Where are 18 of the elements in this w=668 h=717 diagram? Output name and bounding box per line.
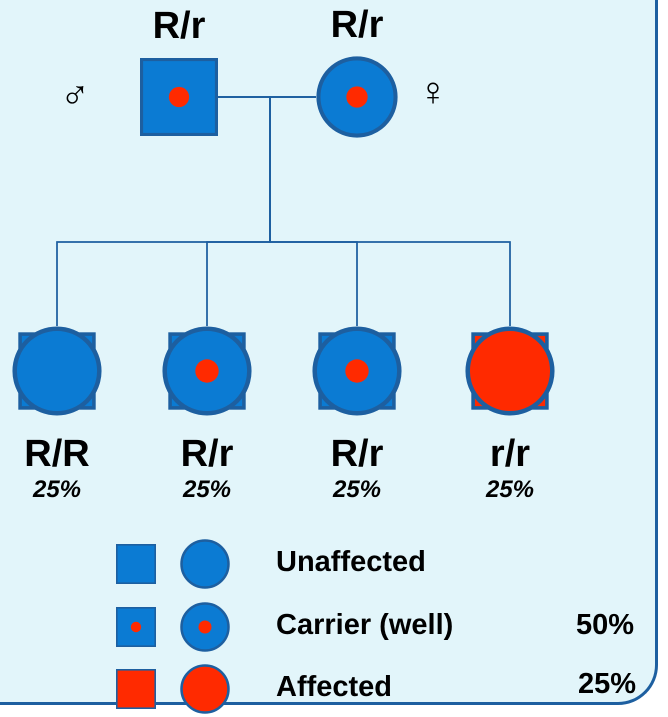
genotype-label: R/r xyxy=(152,4,206,49)
legend-label: Unaffected xyxy=(276,546,426,579)
probability-label: 25% xyxy=(32,476,82,504)
probability-label: 25% xyxy=(182,476,232,504)
percentage-label: 50% xyxy=(576,609,634,642)
genotype-label: R/r xyxy=(180,432,234,476)
genotype-label: R/r xyxy=(330,432,384,476)
probability-label: 25% xyxy=(332,476,382,504)
legend-label: Carrier (well) xyxy=(276,609,454,642)
pedigree-line xyxy=(269,96,511,326)
male-sign: ♂ xyxy=(60,72,90,117)
genotype-label: r/r xyxy=(490,432,530,476)
legend-label: Affected xyxy=(276,671,392,704)
female-sign: ♀ xyxy=(418,70,448,115)
percentage-label: 25% xyxy=(578,668,636,701)
probability-label: 25% xyxy=(486,476,534,504)
genotype-label: R/r xyxy=(330,3,384,48)
genotype-label: R/R xyxy=(24,432,90,476)
